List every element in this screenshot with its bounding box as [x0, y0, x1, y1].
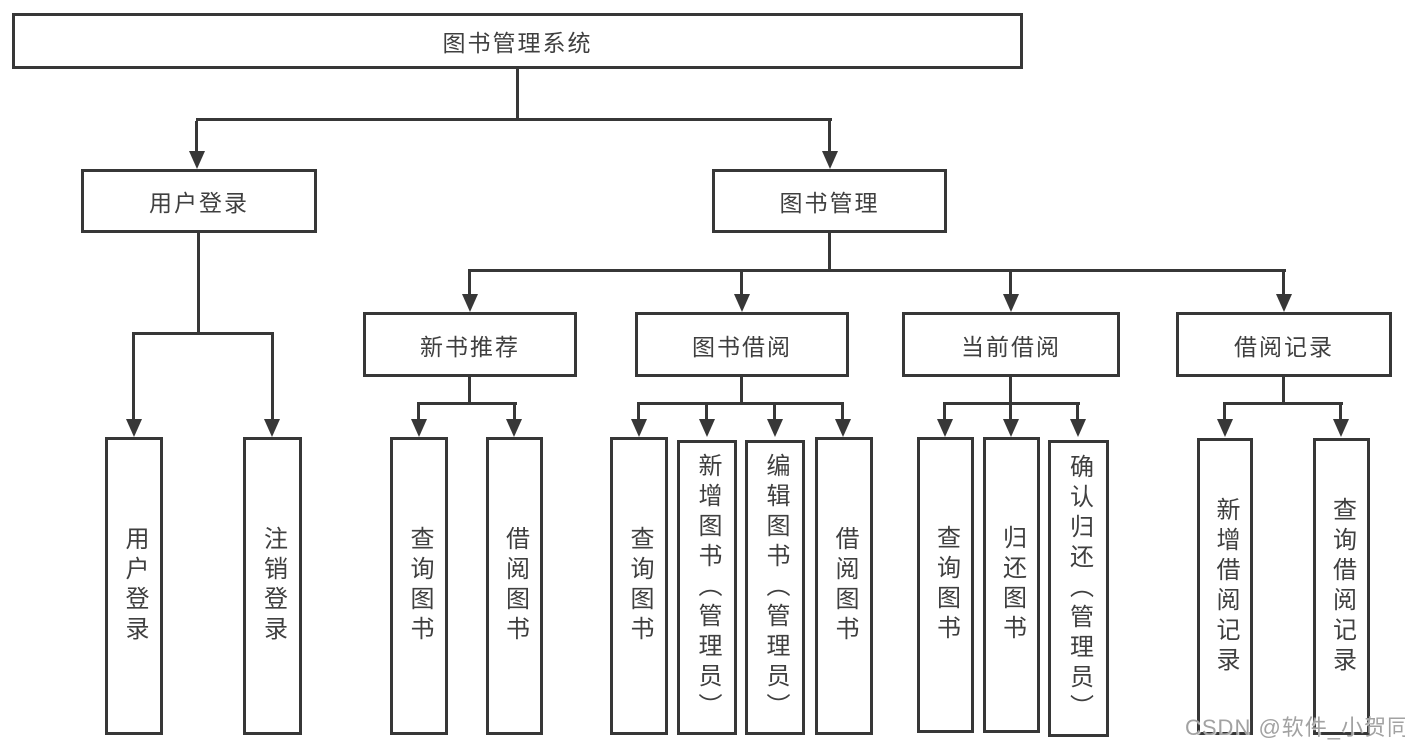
connector-currentborrow-drop-1: [943, 405, 946, 419]
connector-bookmgmt-drop-4: [1282, 272, 1285, 295]
connector-root-right-drop: [828, 121, 831, 153]
leaf-bookborrow-query: 查询图书: [610, 437, 668, 735]
leaf-newbooks-borrow-label: 借阅图书: [501, 526, 529, 646]
connector-newbooks-drop-2: [513, 405, 516, 419]
leaf-user-login: 用户登录: [105, 437, 163, 735]
node-user-login: 用户登录: [81, 169, 317, 233]
arrow-down-cb-confirm: [1070, 419, 1086, 437]
arrow-down-bb-add: [699, 419, 715, 437]
connector-userlogin-stem: [197, 233, 200, 335]
connector-currentborrow-bar: [943, 402, 1080, 405]
node-book-borrow: 图书借阅: [635, 312, 849, 377]
leaf-currentborrow-return-label: 归还图书: [998, 525, 1026, 645]
connector-root-left-drop: [195, 121, 198, 153]
node-book-mgmt: 图书管理: [712, 169, 947, 233]
leaf-bookborrow-borrow: 借阅图书: [815, 437, 873, 735]
leaf-logout-label: 注销登录: [259, 526, 287, 646]
node-user-login-label: 用户登录: [149, 190, 249, 216]
arrow-down-current-borrow: [1003, 294, 1019, 312]
connector-newbooks-bar: [417, 402, 517, 405]
connector-bookborrow-drop-3: [773, 405, 776, 419]
connector-userlogin-bar: [132, 332, 274, 335]
arrow-down-new-books: [462, 294, 478, 312]
arrow-down-nb-borrow: [506, 419, 522, 437]
leaf-bookborrow-edit: 编辑图书（管理员）: [745, 440, 805, 735]
leaf-newbooks-borrow: 借阅图书: [486, 437, 543, 735]
leaf-newbooks-query: 查询图书: [390, 437, 448, 735]
connector-newbooks-stem: [468, 377, 471, 405]
leaf-bookborrow-add: 新增图书（管理员）: [677, 440, 737, 735]
arrow-down-cb-query: [937, 419, 953, 437]
connector-currentborrow-stem: [1009, 377, 1012, 405]
leaf-currentborrow-query-label: 查询图书: [932, 525, 960, 645]
leaf-bookborrow-add-label: 新增图书（管理员）: [694, 452, 721, 723]
connector-bookborrow-drop-2: [705, 405, 708, 419]
node-borrow-records-label: 借阅记录: [1234, 333, 1334, 360]
connector-bookmgmt-stem: [828, 233, 831, 272]
node-root-label: 图书管理系统: [442, 30, 593, 56]
connector-root-stem: [516, 69, 519, 121]
leaf-records-query: 查询借阅记录: [1313, 438, 1370, 735]
arrow-down-borrow-records: [1276, 294, 1292, 312]
arrow-down-user-login: [189, 151, 205, 169]
arrow-down-bb-borrow: [835, 419, 851, 437]
connector-userlogin-drop-1: [132, 335, 135, 419]
arrow-down-book-borrow: [734, 294, 750, 312]
leaf-user-login-label: 用户登录: [121, 526, 148, 646]
connector-bookborrow-drop-4: [841, 405, 844, 419]
node-current-borrow-label: 当前借阅: [961, 333, 1061, 360]
connector-borrowrecords-drop-1: [1223, 405, 1226, 419]
node-book-borrow-label: 图书借阅: [692, 333, 792, 360]
arrow-down-leaf-user-login: [126, 419, 142, 437]
node-book-mgmt-label: 图书管理: [779, 190, 880, 216]
connector-bookborrow-stem: [740, 377, 743, 405]
node-new-books: 新书推荐: [363, 312, 577, 377]
arrow-down-br-query: [1333, 419, 1349, 437]
leaf-newbooks-query-label: 查询图书: [406, 526, 433, 646]
leaf-bookborrow-borrow-label: 借阅图书: [831, 526, 858, 646]
connector-bookmgmt-drop-3: [1009, 272, 1012, 295]
node-current-borrow: 当前借阅: [902, 312, 1120, 377]
arrow-down-nb-query: [411, 419, 427, 437]
connector-newbooks-drop-1: [417, 405, 420, 419]
leaf-records-add-label: 新增借阅记录: [1212, 496, 1239, 677]
leaf-currentborrow-confirm: 确认归还（管理员）: [1048, 440, 1109, 737]
leaf-records-query-label: 查询借阅记录: [1328, 496, 1356, 677]
connector-currentborrow-drop-3: [1076, 405, 1079, 419]
connector-root-bar: [196, 118, 832, 121]
leaf-bookborrow-query-label: 查询图书: [626, 526, 653, 646]
leaf-bookborrow-edit-label: 编辑图书（管理员）: [762, 452, 789, 723]
connector-bookborrow-drop-1: [637, 405, 640, 419]
arrow-down-bb-query: [631, 419, 647, 437]
connector-bookmgmt-bar: [468, 269, 1286, 272]
leaf-records-add: 新增借阅记录: [1197, 438, 1253, 735]
node-root: 图书管理系统: [12, 13, 1023, 69]
arrow-down-leaf-logout: [264, 419, 280, 437]
csdn-watermark: CSDN @软件_小贺同学: [1185, 715, 1405, 740]
node-borrow-records: 借阅记录: [1176, 312, 1392, 377]
arrow-down-book-mgmt: [822, 151, 838, 169]
arrow-down-bb-edit: [767, 419, 783, 437]
arrow-down-br-add: [1217, 419, 1233, 437]
leaf-logout: 注销登录: [243, 437, 302, 735]
connector-borrowrecords-bar: [1223, 402, 1343, 405]
leaf-currentborrow-return: 归还图书: [983, 437, 1040, 733]
connector-userlogin-drop-2: [271, 335, 274, 419]
connector-bookmgmt-drop-1: [468, 272, 471, 295]
connector-bookborrow-bar: [637, 402, 844, 405]
connector-bookmgmt-drop-2: [740, 272, 743, 295]
connector-borrowrecords-drop-2: [1339, 405, 1342, 419]
leaf-currentborrow-query: 查询图书: [917, 437, 974, 733]
connector-borrowrecords-stem: [1282, 377, 1285, 405]
connector-currentborrow-drop-2: [1009, 405, 1012, 419]
node-new-books-label: 新书推荐: [420, 333, 520, 360]
leaf-currentborrow-confirm-label: 确认归还（管理员）: [1065, 453, 1093, 724]
arrow-down-cb-return: [1003, 419, 1019, 437]
